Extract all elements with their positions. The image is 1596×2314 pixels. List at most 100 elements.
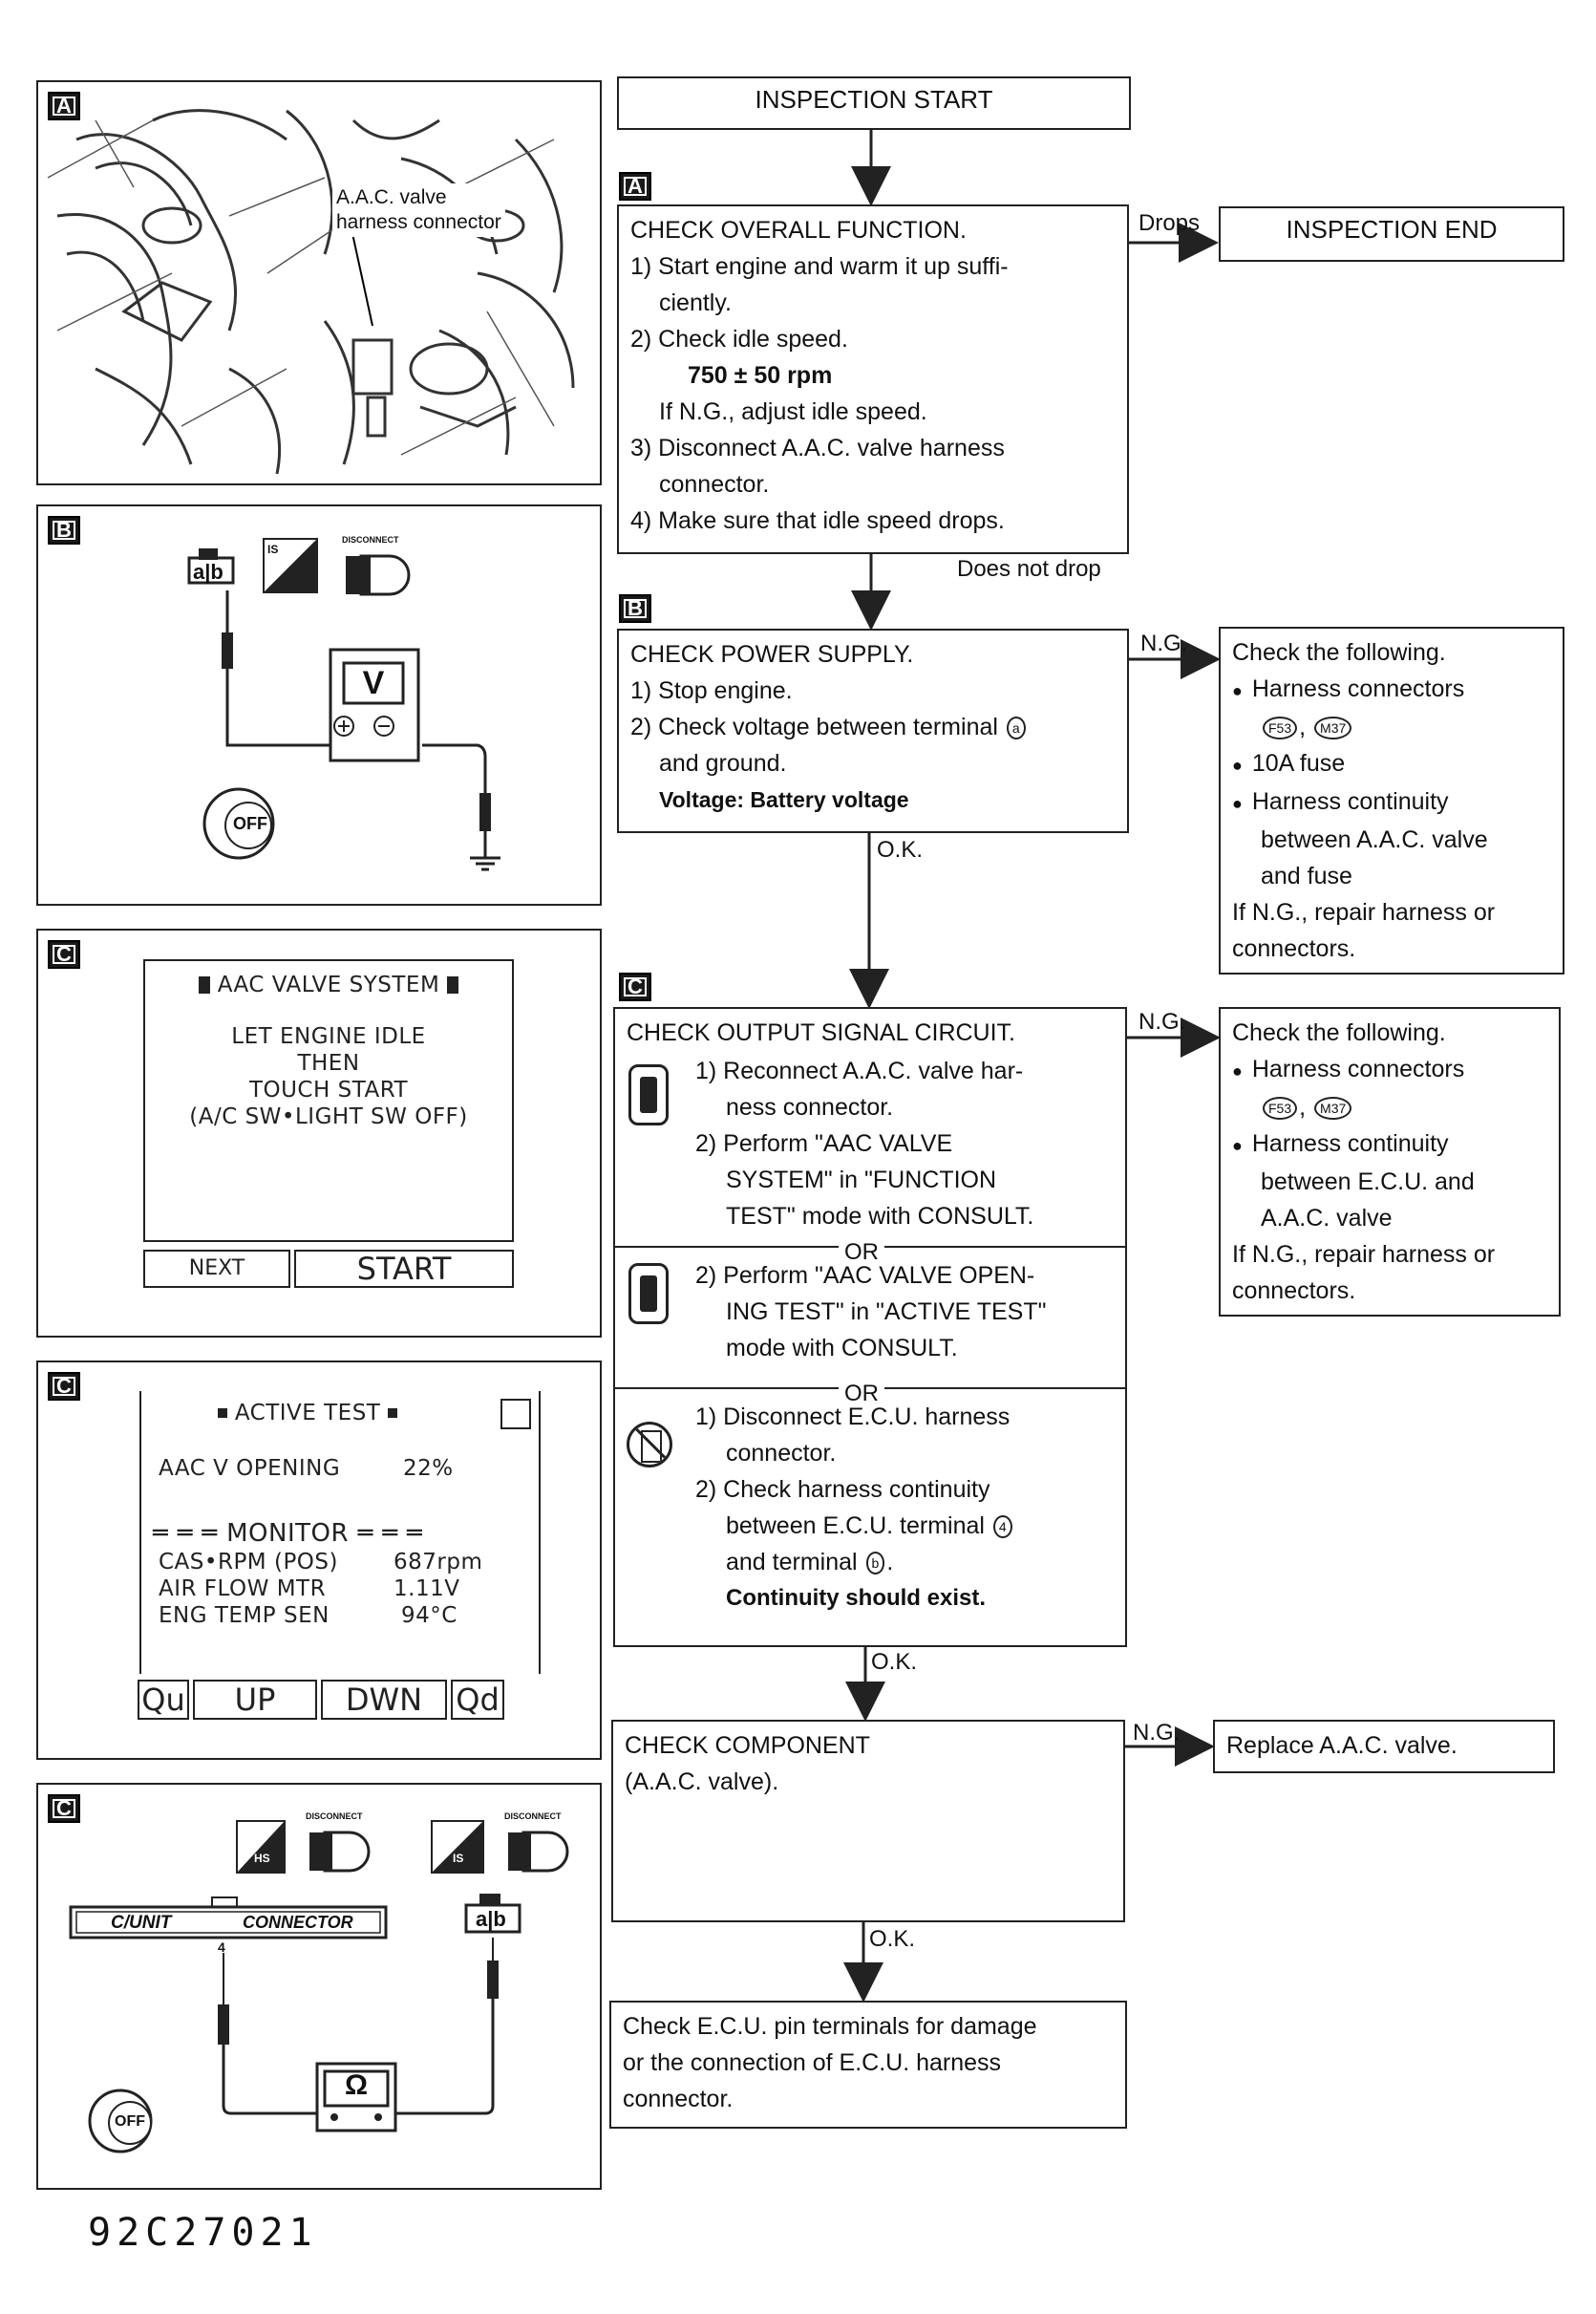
ignition-off-icon: OFF [233, 814, 267, 833]
monitor-row-value-2: 1.11V [394, 1576, 460, 1601]
power-title: CHECK POWER SUPPLY. [630, 641, 914, 668]
consult-icon-2 [628, 1263, 669, 1324]
overall-step-1b: ciently. [659, 289, 732, 316]
ng1-title: Check the following. [1232, 639, 1446, 666]
output-c2c: and terminal b. [726, 1549, 894, 1575]
monitor-row-label-1: CAS•RPM (POS) [159, 1550, 338, 1575]
ohmmeter-circuit [69, 1820, 569, 2153]
output-c2: 2) Check harness continuity [695, 1476, 990, 1503]
ng2-connector-codes: F53, M37 [1232, 1089, 1547, 1125]
check-overall-function-box: CHECK OVERALL FUNCTION. 1) Start engine … [617, 204, 1129, 554]
panel-c2-active-test-screen: C ACTIVE TEST AAC V OPENING 22% ═ ═ ═ MO… [36, 1361, 602, 1760]
terminal-4-symbol: 4 [992, 1515, 1012, 1539]
output-a1b: ness connector. [726, 1094, 894, 1121]
ng1-connector-codes: F53, M37 [1232, 709, 1551, 745]
screen-line-2: THEN [297, 1051, 360, 1076]
monitor-row-label-3: ENG TEMP SEN [159, 1603, 330, 1628]
panel-b-tag: B [48, 516, 80, 545]
component-title: CHECK COMPONENT [625, 1732, 870, 1759]
connector-pin-4: 4 [218, 1939, 225, 1955]
cunit-label: C/UNIT [111, 1913, 172, 1933]
monitor-row-value-1: 687rpm [394, 1550, 483, 1575]
monitor-row-value-3: 94°C [401, 1603, 458, 1628]
voltmeter-circuit [187, 538, 500, 871]
screen-title: AAC VALVE SYSTEM [145, 973, 512, 997]
terminal-b-symbol: b [865, 1552, 885, 1575]
panel-b-voltage-diagram: B a|b IS DISCONNECT V OFF [36, 504, 602, 906]
output-c2b: between E.C.U. terminal 4 [726, 1508, 1014, 1544]
is-key-icon: IS [267, 543, 279, 556]
screen-line-4: (A/C SW•LIGHT SW OFF) [189, 1104, 468, 1129]
voltmeter-label: V [362, 665, 385, 701]
inspection-start-box: INSPECTION START [617, 76, 1131, 130]
or-label-1: OR [839, 1234, 884, 1271]
output-b1: 2) Perform "AAC VALVE OPEN- [695, 1262, 1035, 1289]
panel-c1-consult-screen: C AAC VALVE SYSTEM LET ENGINE IDLE THEN … [36, 929, 602, 1338]
output-b1c: mode with CONSULT. [726, 1335, 958, 1361]
aac-opening-label: AAC V OPENING [159, 1456, 341, 1481]
panel-a-engine-illustration: A A.A.C. [36, 80, 602, 485]
inspection-end-box: INSPECTION END [1219, 206, 1564, 262]
monitor-row-label-2: AIR FLOW MTR [159, 1576, 327, 1601]
consult-screen-active-test: ACTIVE TEST AAC V OPENING 22% ═ ═ ═ MONI… [139, 1391, 541, 1674]
ng2-bullet-2: Harness continuity [1232, 1125, 1547, 1164]
down-button[interactable]: DWN [321, 1680, 447, 1720]
active-test-title: ACTIVE TEST [218, 1401, 398, 1425]
replace-aac-valve-box: Replace A.A.C. valve. [1213, 1720, 1555, 1773]
panel-a-tag: A [48, 92, 80, 120]
terminal-ab-label: a|b [193, 560, 223, 584]
ng2-repair-b: connectors. [1232, 1277, 1356, 1304]
callout-line-2: harness connector [336, 211, 501, 233]
overall-step-2c: If N.G., adjust idle speed. [659, 398, 927, 425]
power-step-2: 2) Check voltage between terminal a [630, 709, 1116, 745]
flow-tag-b: B [619, 594, 651, 623]
check-power-supply-box: CHECK POWER SUPPLY. 1) Stop engine. 2) C… [617, 629, 1129, 833]
ng1-bullet-3c: and fuse [1261, 863, 1352, 889]
qd-button[interactable]: Qd [451, 1680, 504, 1720]
voltage-spec: Voltage: Battery voltage [659, 787, 909, 812]
output-a2: 2) Perform "AAC VALVE [695, 1130, 953, 1157]
ng1-repair: If N.G., repair harness or [1232, 899, 1496, 926]
component-sub: (A.A.C. valve). [625, 1768, 779, 1795]
consult-icon-1 [628, 1064, 669, 1125]
disconnect-icon: DISCONNECT [342, 535, 399, 545]
drops-label: Drops [1138, 210, 1201, 236]
or-label-2: OR [839, 1376, 884, 1412]
figure-code: 92C27021 [88, 2211, 318, 2255]
ng2-bullet-1: Harness connectors [1232, 1051, 1547, 1089]
final-line-2: or the connection of E.C.U. harness [623, 2049, 1002, 2076]
up-button[interactable]: UP [193, 1680, 317, 1720]
flow-tag-c: C [619, 973, 651, 1001]
ng1-bullet-2: 10A fuse [1232, 745, 1551, 783]
aac-valve-callout: A.A.C. valve harness connector [332, 183, 505, 237]
power-ng-check-box: Check the following. Harness connectors … [1219, 627, 1564, 975]
start-button[interactable]: START [294, 1250, 514, 1288]
ignition-off-icon: OFF [115, 2113, 145, 2130]
disconnect-icon-1: DISCONNECT [306, 1811, 363, 1821]
output-ng-check-box: Check the following. Harness connectors … [1219, 1007, 1561, 1317]
callout-line-1: A.A.C. valve [336, 186, 447, 208]
qu-button[interactable]: Qu [138, 1680, 189, 1720]
panel-c3-tag: C [48, 1794, 80, 1823]
output-b1b: ING TEST" in "ACTIVE TEST" [726, 1298, 1047, 1325]
output-title: CHECK OUTPUT SIGNAL CIRCUIT. [627, 1019, 1015, 1046]
ng2-bullet-2b: between E.C.U. and [1261, 1168, 1475, 1195]
panel-c3-continuity-diagram: C HS DISCONNECT IS [36, 1783, 602, 2190]
final-line-1: Check E.C.U. pin terminals for damage [623, 2013, 1037, 2040]
ok-label-2: O.K. [871, 1649, 918, 1675]
continuity-spec: Continuity should exist. [726, 1585, 987, 1611]
output-a2b: SYSTEM" in "FUNCTION [726, 1167, 997, 1193]
active-test-checkbox[interactable] [500, 1399, 531, 1429]
ohmmeter-label: Ω [344, 2069, 369, 2101]
monitor-divider: ═ ═ ═ MONITOR ═ ═ ═ [153, 1519, 423, 1548]
screen-line-1: LET ENGINE IDLE [231, 1024, 426, 1049]
ng1-bullet-3b: between A.A.C. valve [1261, 826, 1488, 853]
next-button[interactable]: NEXT [143, 1250, 290, 1288]
connector-label: CONNECTOR [243, 1913, 353, 1932]
overall-step-3: 3) Disconnect A.A.C. valve harness [630, 435, 1005, 461]
ng-label-3: N.G. [1133, 1720, 1181, 1746]
no-consult-icon [627, 1422, 672, 1468]
overall-step-1: 1) Start engine and warm it up suffi- [630, 253, 1009, 280]
output-a1: 1) Reconnect A.A.C. valve har- [695, 1058, 1024, 1084]
check-output-signal-box: CHECK OUTPUT SIGNAL CIRCUIT. 1) Reconnec… [613, 1007, 1127, 1647]
